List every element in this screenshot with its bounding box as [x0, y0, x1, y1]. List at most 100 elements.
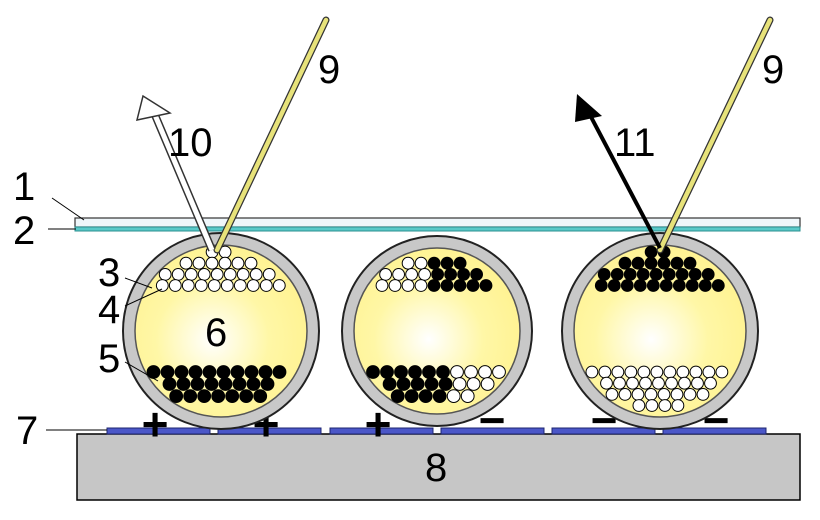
- reflected-light-arrow-black: [575, 94, 662, 249]
- black-particle: [232, 377, 247, 391]
- white-particle: [414, 256, 428, 270]
- black-particle: [662, 268, 676, 281]
- white-particle: [665, 376, 678, 390]
- black-particle: [688, 268, 702, 281]
- black-particle: [623, 268, 637, 281]
- black-particle: [620, 279, 634, 292]
- black-particle: [176, 377, 191, 391]
- black-particle: [438, 377, 453, 391]
- black-particle: [418, 389, 433, 404]
- black-particle: [272, 365, 287, 379]
- black-particle: [685, 279, 699, 292]
- black-particle: [470, 268, 484, 281]
- white-particle: [158, 268, 172, 281]
- bottom-electrode: [662, 427, 767, 435]
- white-particle: [249, 268, 263, 281]
- black-particle: [188, 365, 203, 379]
- transparent-electrode: [74, 226, 801, 232]
- black-particle: [427, 279, 441, 292]
- white-particle: [626, 376, 639, 390]
- black-particle: [218, 377, 233, 391]
- white-particle: [644, 388, 658, 401]
- black-particle: [244, 365, 259, 379]
- black-particle: [427, 256, 441, 270]
- black-particle: [479, 279, 493, 292]
- black-particle: [216, 365, 231, 379]
- white-particle: [657, 388, 671, 401]
- substrate: [76, 433, 801, 501]
- white-particle: [650, 365, 664, 379]
- white-particle: [478, 365, 492, 379]
- white-particle: [418, 268, 432, 281]
- reflected-light-arrow-white: [135, 94, 216, 252]
- white-particle: [220, 279, 234, 292]
- leader-lines: [46, 197, 163, 431]
- white-particle: [624, 365, 638, 379]
- white-particle: [236, 268, 250, 281]
- label-1: 1: [13, 165, 35, 209]
- white-particle: [676, 365, 690, 379]
- white-particle: [401, 279, 415, 292]
- white-particle: [233, 279, 247, 292]
- white-particle: [652, 376, 665, 390]
- label-11: 11: [614, 121, 656, 165]
- black-particle: [424, 377, 439, 391]
- label-4: 4: [98, 288, 120, 332]
- black-particle: [594, 279, 608, 292]
- black-particle: [440, 256, 454, 270]
- white-particle: [663, 365, 677, 379]
- white-particle: [466, 377, 481, 391]
- leader-line: [124, 288, 163, 307]
- white-particle: [272, 279, 286, 292]
- white-particle: [192, 256, 206, 270]
- white-particle: [179, 256, 193, 270]
- black-particle: [644, 245, 658, 259]
- white-particle: [452, 377, 467, 391]
- bottom-electrodes: [106, 427, 767, 435]
- label-9-left: 9: [318, 48, 340, 92]
- microcapsules: [122, 232, 759, 430]
- white-particle: [401, 256, 415, 270]
- black-particle: [649, 268, 663, 281]
- black-particle: [453, 279, 467, 292]
- black-particle: [422, 365, 436, 379]
- black-particle: [183, 389, 198, 404]
- black-particle: [683, 256, 697, 270]
- black-particle: [197, 389, 212, 404]
- black-particle: [631, 256, 645, 270]
- label-2: 2: [13, 209, 35, 253]
- microcapsule-2: [341, 235, 533, 427]
- black-particle: [204, 377, 219, 391]
- white-particle: [605, 388, 619, 401]
- white-particle: [446, 389, 461, 404]
- incident-light-ray: [214, 17, 329, 253]
- white-particle: [207, 279, 221, 292]
- white-particle: [450, 365, 464, 379]
- bottom-electrode: [329, 427, 434, 435]
- white-particle: [379, 268, 393, 281]
- leader-line: [51, 197, 85, 221]
- black-particle: [246, 377, 261, 391]
- white-particle: [414, 279, 428, 292]
- black-particle: [190, 377, 205, 391]
- black-particle: [230, 365, 245, 379]
- white-particle: [671, 399, 685, 412]
- black-particle: [253, 389, 268, 404]
- black-particle: [698, 279, 712, 292]
- black-particle: [382, 377, 397, 391]
- black-particle: [160, 365, 175, 379]
- black-particle: [672, 279, 686, 292]
- black-particle: [258, 365, 273, 379]
- leader-line: [124, 361, 159, 382]
- black-particle: [146, 365, 161, 379]
- white-particle: [611, 365, 625, 379]
- black-particle: [239, 389, 254, 404]
- black-particle: [659, 279, 673, 292]
- white-particle: [392, 268, 406, 281]
- white-particle: [375, 279, 389, 292]
- number-labels: 1 2 3 4 5 6 7 8 9 9 10 11: [13, 48, 784, 490]
- white-particle: [480, 377, 495, 391]
- white-particle: [613, 376, 626, 390]
